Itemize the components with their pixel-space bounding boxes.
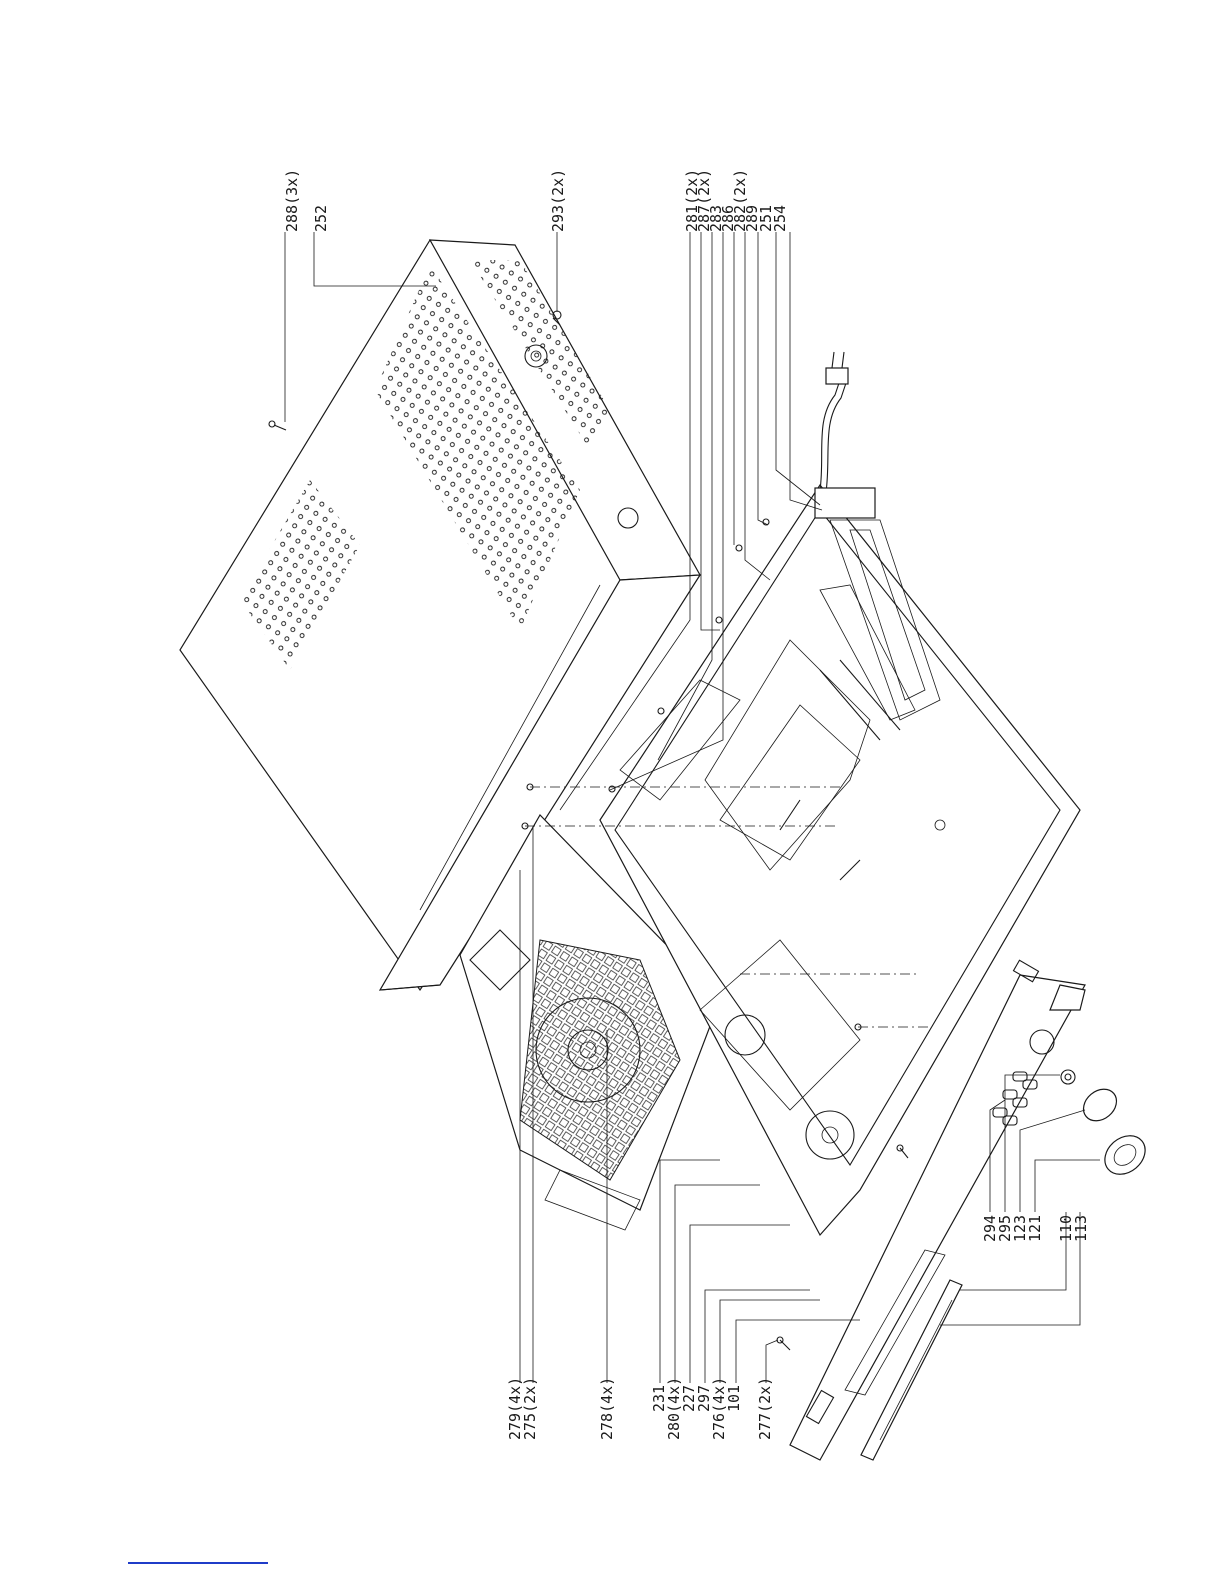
label-277: 277(2x) <box>756 1377 774 1440</box>
knob-parts <box>1061 1070 1153 1182</box>
label-121: 121 <box>1026 1215 1044 1242</box>
power-cord-part <box>815 352 875 518</box>
screw-288-part <box>269 421 286 430</box>
part-labels-left: 279(4x) 275(2x) 278(4x) 231 280(4x) 227 … <box>506 1377 774 1440</box>
label-252: 252 <box>312 205 330 232</box>
screw-276-part <box>897 1145 908 1158</box>
part-labels-top: 288(3x) 252 293(2x) <box>283 169 567 232</box>
label-288: 288(3x) <box>283 169 301 232</box>
footer-link-underline[interactable] <box>128 1562 268 1564</box>
label-275: 275(2x) <box>521 1377 539 1440</box>
label-278: 278(4x) <box>598 1377 616 1440</box>
top-cover-part <box>180 240 700 990</box>
screw-277-part <box>777 1337 790 1350</box>
part-labels-right-bottom: 294 295 123 121 110 113 <box>981 1215 1090 1242</box>
label-113: 113 <box>1072 1215 1090 1242</box>
label-101: 101 <box>725 1385 743 1412</box>
part-labels-right-top: 281(2x) 287(2x) 283 286 282(2x) 289 251 … <box>683 169 789 232</box>
label-293: 293(2x) <box>549 169 567 232</box>
label-254: 254 <box>771 205 789 232</box>
